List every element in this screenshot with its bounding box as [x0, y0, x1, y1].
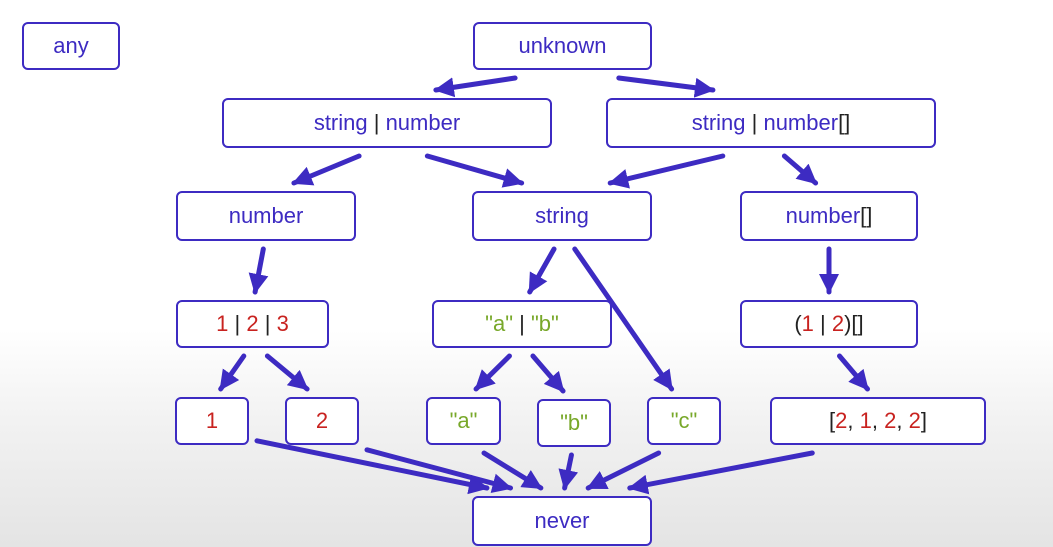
- node-any: any: [22, 22, 120, 70]
- node-literal-2: 2: [285, 397, 359, 445]
- arrow-lit_1-to-never: [254, 438, 490, 495]
- label-part: |: [373, 110, 380, 135]
- node-literal-a: "a": [426, 397, 501, 445]
- arrow-string-to-lit_c: [572, 246, 675, 392]
- label-part: 2: [908, 408, 921, 433]
- label-part: |: [228, 311, 247, 336]
- arrow-string_or_numarr-to-string: [607, 153, 726, 189]
- label-part: unknown: [518, 33, 607, 58]
- label-part: |: [258, 311, 277, 336]
- label-part: 1: [801, 311, 814, 336]
- label-part: string: [535, 203, 589, 228]
- arrow-string_or_numarr-to-number_array: [781, 153, 819, 186]
- node-string: string: [472, 191, 652, 241]
- label-part: ,: [871, 408, 885, 433]
- label-part: 2: [831, 311, 845, 336]
- label-part: ,: [896, 408, 909, 433]
- arrow-unknown-to-string_or_numarr: [616, 75, 716, 98]
- node-string-or-number-array: string | number[]: [606, 98, 936, 148]
- node-number: number: [176, 191, 356, 241]
- node-literal-a-b: "a" | "b": [432, 300, 612, 348]
- arrow-lit_ab-to-lit_a: [473, 353, 512, 392]
- label-part: ,: [847, 408, 860, 433]
- arrow-string-to-lit_ab: [527, 246, 557, 295]
- label-part: string: [691, 110, 752, 135]
- node-literal-b: "b": [537, 399, 611, 447]
- arrow-string_or_number-to-string: [424, 153, 525, 188]
- label-part: 1: [205, 408, 219, 433]
- arrow-lit_123-to-lit_1: [218, 353, 247, 392]
- label-part: |: [751, 110, 758, 135]
- label-part: "c": [670, 408, 698, 433]
- label-part: 3: [276, 311, 289, 336]
- label-part: []: [860, 203, 873, 228]
- label-part: number: [379, 110, 461, 135]
- label-part: 2: [884, 408, 897, 433]
- label-part: 2: [246, 311, 259, 336]
- node-literal-1: 1: [175, 397, 249, 445]
- label-part: 2: [315, 408, 329, 433]
- node-literal-c: "c": [647, 397, 721, 445]
- arrow-lit_123-to-lit_2: [264, 353, 310, 392]
- label-part: [: [829, 408, 836, 433]
- label-part: 2: [835, 408, 848, 433]
- label-part: )[]: [844, 311, 864, 336]
- arrow-lit_a-to-never: [481, 450, 544, 491]
- label-part: 1: [859, 408, 872, 433]
- label-part: "b": [530, 311, 559, 336]
- arrow-unknown-to-string_or_number: [433, 75, 518, 98]
- label-part: |: [513, 311, 531, 336]
- node-number-array: number[]: [740, 191, 918, 241]
- label-part: number: [228, 203, 304, 228]
- arrow-lit_2-to-never: [364, 447, 514, 494]
- node-literal-tuple: [2, 1, 2, 2]: [770, 397, 986, 445]
- node-literal-1-2-3: 1 | 2 | 3: [176, 300, 329, 348]
- label-part: (: [794, 311, 802, 336]
- arrow-lit_12_arr-to-lit_tuple: [837, 353, 870, 392]
- arrow-number-to-lit_123: [248, 246, 269, 295]
- label-part: "b": [560, 410, 588, 435]
- label-part: number: [785, 203, 861, 228]
- label-part: "a": [485, 311, 514, 336]
- label-part: 1: [216, 311, 229, 336]
- label-part: number: [757, 110, 839, 135]
- arrow-lit_ab-to-lit_b: [530, 353, 566, 394]
- arrow-lit_b-to-never: [558, 452, 579, 491]
- label-part: ]: [920, 408, 927, 433]
- label-part: string: [313, 110, 374, 135]
- node-unknown: unknown: [473, 22, 652, 70]
- node-literal-1-2-array: (1 | 2)[]: [740, 300, 918, 348]
- label-part: "a": [449, 408, 478, 433]
- label-part: |: [813, 311, 832, 336]
- label-part: never: [534, 508, 590, 533]
- label-part: []: [838, 110, 851, 135]
- arrow-string_or_number-to-number: [291, 153, 362, 186]
- node-never: never: [472, 496, 652, 546]
- node-string-or-number: string | number: [222, 98, 552, 148]
- arrow-lit_c-to-never: [585, 450, 662, 491]
- arrow-lit_tuple-to-never: [627, 450, 815, 495]
- label-part: any: [53, 33, 89, 58]
